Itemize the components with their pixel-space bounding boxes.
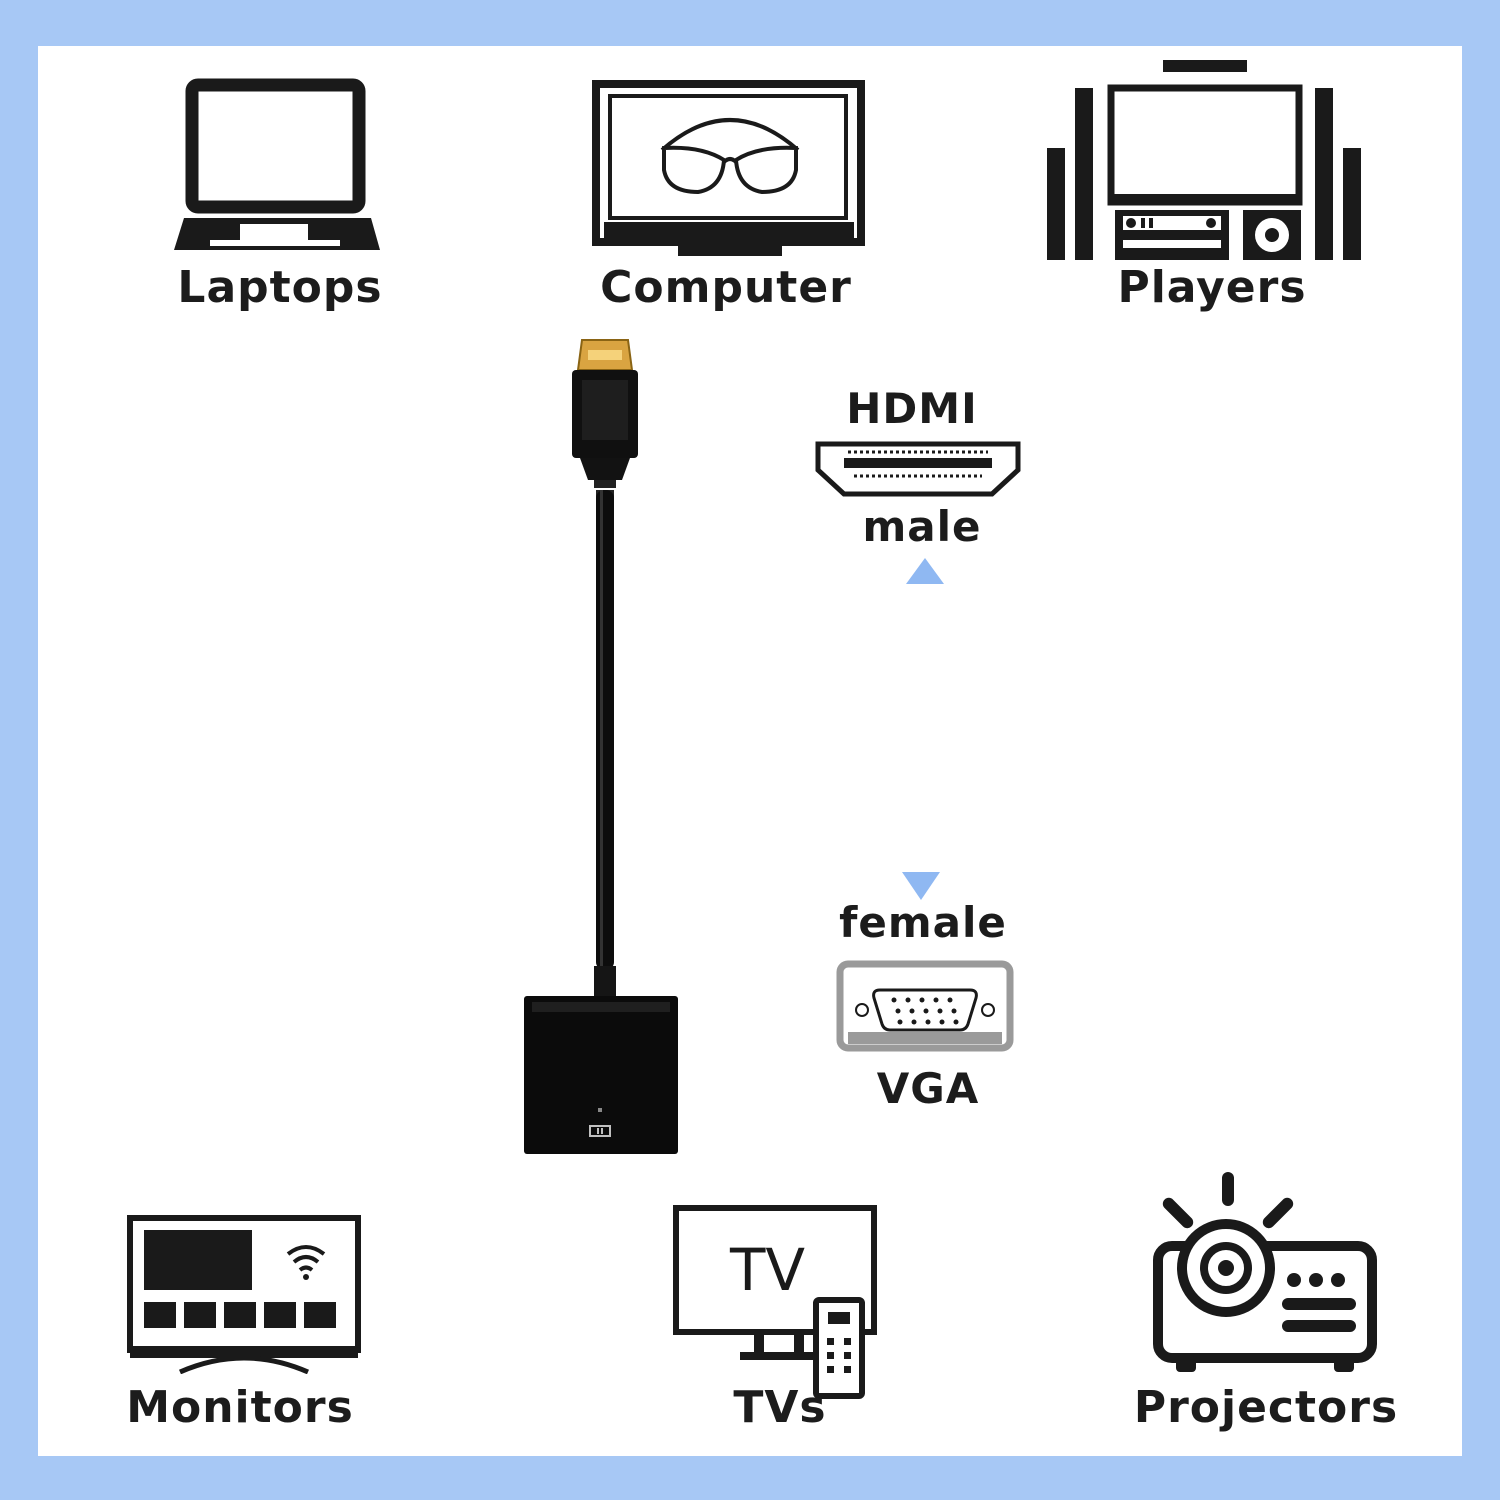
- tv-icon-text: TV: [729, 1236, 805, 1304]
- laptop-icon: [174, 78, 380, 250]
- device-label-computer: Computer: [600, 262, 852, 313]
- device-label-projectors: Projectors: [1133, 1382, 1399, 1433]
- hdmi-gender-label: male: [862, 502, 982, 551]
- device-label-players: Players: [1117, 262, 1307, 313]
- home-theater-icon: [1047, 60, 1361, 260]
- projector-icon: [1153, 1172, 1377, 1372]
- hdmi-title: HDMI: [846, 384, 978, 433]
- arrow-up-icon: [906, 558, 944, 584]
- arrow-down-icon: [902, 872, 940, 900]
- hdmi-to-vga-adapter-cable: [524, 339, 678, 1154]
- vga-port-icon: [836, 960, 1014, 1052]
- device-label-tvs: TVs: [733, 1382, 827, 1433]
- vga-title: VGA: [876, 1064, 980, 1113]
- smart-monitor-icon: [127, 1215, 361, 1374]
- device-label-monitors: Monitors: [126, 1382, 354, 1433]
- tv-remote-icon: TV: [673, 1205, 877, 1399]
- vga-gender-label: female: [839, 898, 1007, 947]
- computer-monitor-icon: [592, 80, 865, 256]
- hdmi-port-icon: [815, 441, 1021, 497]
- device-label-laptops: Laptops: [177, 262, 383, 313]
